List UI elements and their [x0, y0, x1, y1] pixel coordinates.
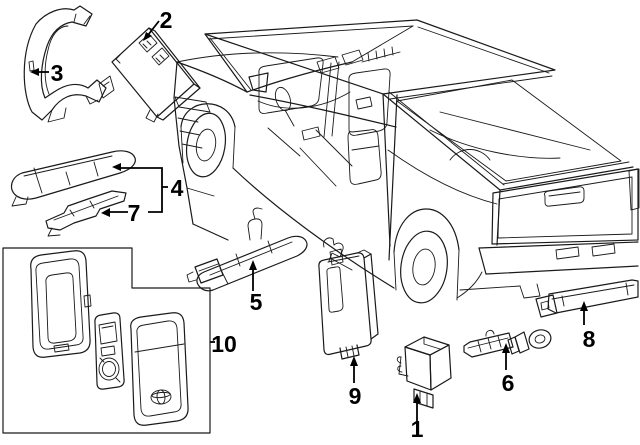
part-9-cover[interactable] — [318, 237, 379, 360]
callout-label-7[interactable]: 7 — [128, 200, 141, 226]
part-8-antenna[interactable] — [535, 279, 639, 318]
callout-label-4[interactable]: 4 — [171, 175, 184, 201]
callout-label-1[interactable]: 1 — [411, 416, 424, 442]
callout-label-8[interactable]: 8 — [583, 326, 596, 352]
toyota-logo-icon — [150, 389, 172, 405]
callout-arrow-3 — [30, 68, 49, 76]
part-10-key-fob-set[interactable] — [2, 247, 211, 434]
part-4-antenna[interactable] — [10, 150, 136, 207]
callout-arrow-4 — [112, 163, 168, 213]
callout-label-10[interactable]: 10 — [211, 331, 237, 357]
part-6-key-blade[interactable] — [463, 327, 553, 358]
part-1-module[interactable] — [396, 336, 452, 409]
callout-arrow-1 — [413, 393, 421, 423]
part-5-antenna[interactable] — [186, 207, 308, 292]
part-7-bracket[interactable] — [45, 190, 127, 237]
callout-label-9[interactable]: 9 — [349, 383, 362, 409]
callout-label-5[interactable]: 5 — [250, 289, 263, 315]
group-box — [2, 247, 211, 434]
truck-illustration — [173, 19, 640, 304]
callout-arrow-8 — [580, 301, 588, 325]
callout-arrow-2 — [143, 20, 160, 41]
callout-label-6[interactable]: 6 — [502, 370, 515, 396]
callout-arrow-5 — [249, 260, 257, 291]
callout-arrow-7 — [101, 208, 128, 217]
part-3-mounting-bracket[interactable] — [23, 5, 107, 123]
callout-arrow-6 — [502, 343, 510, 370]
callout-label-2[interactable]: 2 — [160, 7, 173, 33]
callout-arrow-9 — [350, 356, 358, 383]
callout-label-3[interactable]: 3 — [51, 60, 64, 86]
